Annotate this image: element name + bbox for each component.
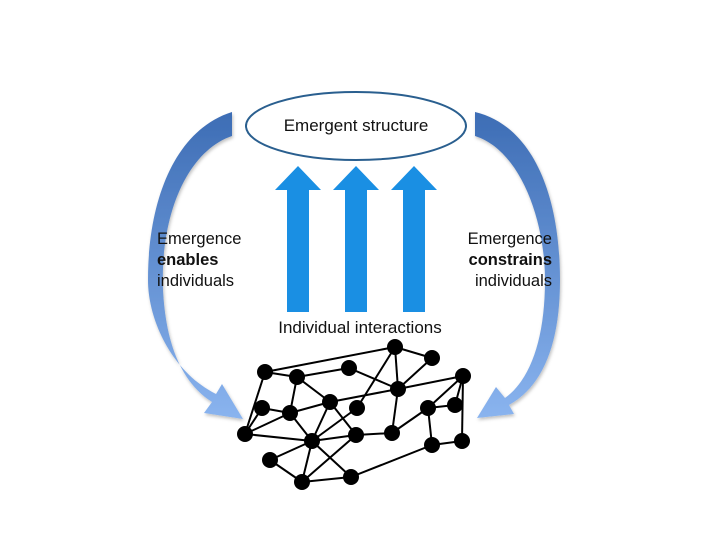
network-edge-R-V	[350, 444, 433, 478]
network-node-N	[237, 426, 253, 442]
up-arrow-1	[275, 166, 321, 312]
network-edge-A-N	[244, 371, 266, 435]
network-node-G	[282, 405, 298, 421]
network-edge-B-C	[296, 367, 350, 378]
network-node-I	[349, 400, 365, 416]
network-node-K	[455, 368, 471, 384]
network-edge-A-D	[264, 346, 396, 373]
network-edge-G-N	[244, 412, 291, 435]
network-edge-P-U	[301, 434, 357, 483]
network-node-D	[387, 339, 403, 355]
network-edge-H-J	[329, 388, 399, 403]
emergent-structure-label: Emergent structure	[283, 116, 429, 135]
emergent-structure-ellipse	[245, 91, 467, 161]
up-arrow-3	[391, 166, 437, 312]
network-node-T	[262, 452, 278, 468]
network-node-C	[341, 360, 357, 376]
network-node-H	[322, 394, 338, 410]
network-edge-K-S	[461, 375, 464, 442]
constrains-curved-arrow	[475, 112, 560, 418]
enables-label-line3: individuals	[157, 272, 235, 290]
network-edge-D-I	[356, 346, 396, 409]
network-node-F	[254, 400, 270, 416]
network-edge-U-V	[301, 476, 352, 483]
enables-label-bold: enables	[157, 251, 219, 269]
network-node-P	[348, 427, 364, 443]
up-arrows	[275, 166, 437, 312]
constrains-label-bold: constrains	[468, 251, 552, 269]
network-node-B	[289, 369, 305, 385]
constrains-label-line1: Emergence	[467, 230, 552, 248]
enables-label: Emergence enables individuals	[157, 229, 241, 292]
network-edge-N-O	[244, 433, 313, 442]
individual-interactions-label: Individual interactions	[278, 318, 442, 337]
network-node-R	[424, 437, 440, 453]
network-nodes	[237, 339, 471, 490]
network-edge-J-K	[397, 375, 464, 390]
network-node-O	[304, 433, 320, 449]
network-node-U	[294, 474, 310, 490]
network-node-A	[257, 364, 273, 380]
network-edge-I-O	[311, 407, 358, 442]
network-edge-C-J	[348, 367, 399, 390]
network-node-L	[420, 400, 436, 416]
enables-curved-arrow	[148, 112, 243, 419]
network-edge-O-V	[311, 440, 352, 478]
network-node-M	[447, 397, 463, 413]
constrains-label-line3: individuals	[474, 272, 552, 290]
network-node-Q	[384, 425, 400, 441]
network-node-E	[424, 350, 440, 366]
up-arrow-2	[333, 166, 379, 312]
constrains-label: Emergence constrains individuals	[468, 229, 552, 292]
network-node-V	[343, 469, 359, 485]
network-node-J	[390, 381, 406, 397]
network-node-S	[454, 433, 470, 449]
enables-label-line1: Emergence	[157, 230, 242, 248]
